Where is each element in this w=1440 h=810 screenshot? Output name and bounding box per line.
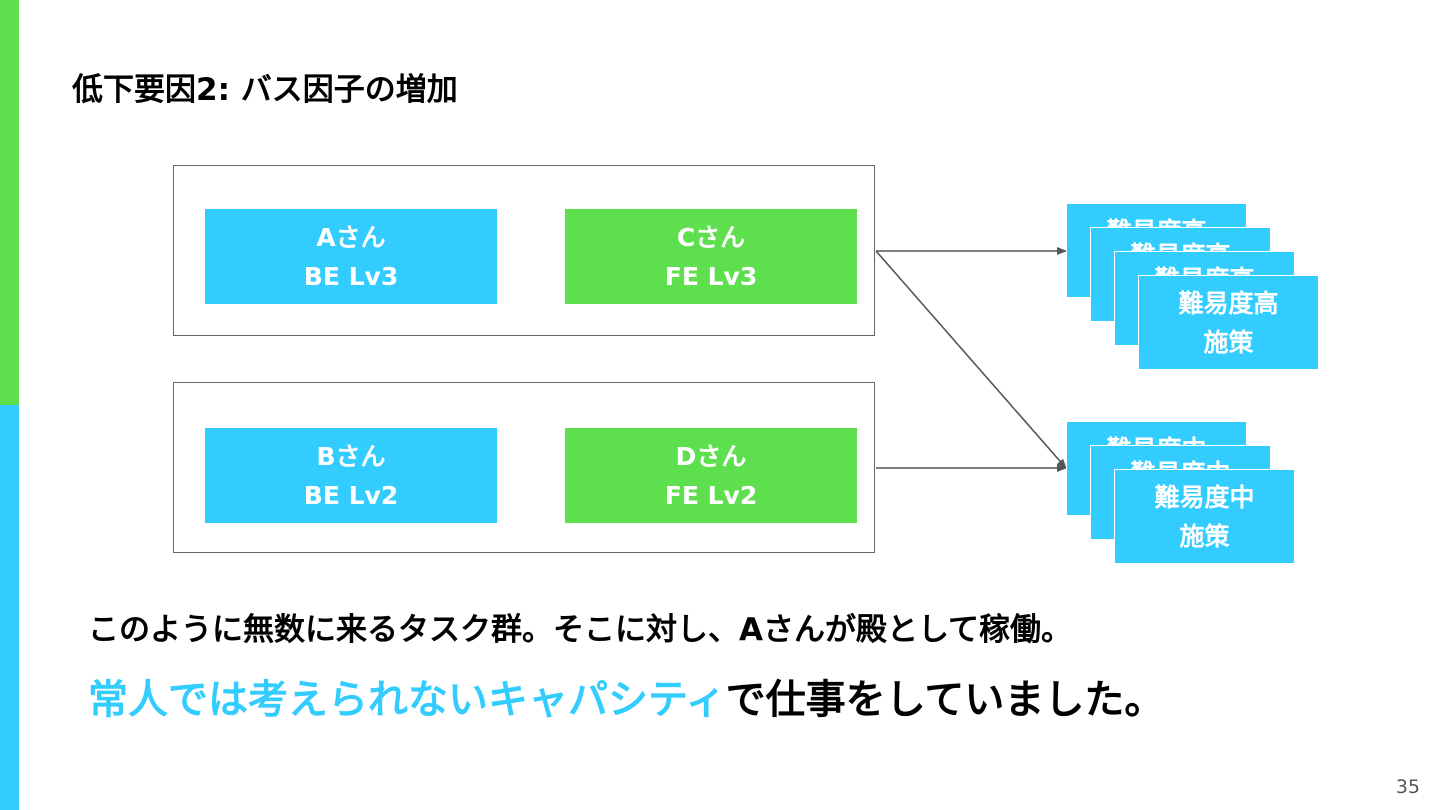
member-b: Bさん BE Lv2	[205, 428, 497, 523]
member-c: Cさん FE Lv3	[565, 209, 857, 304]
member-name: Dさん	[675, 441, 747, 471]
team-box-1	[173, 165, 875, 336]
highlight-text: 常人では考えられないキャパシティで仕事をしていました。	[88, 667, 1164, 725]
member-level: FE Lv3	[664, 261, 758, 291]
task-card-mid-3: 難易度中 施策	[1114, 469, 1295, 564]
accent-bar-green	[0, 0, 19, 405]
highlight-accent: 常人では考えられないキャパシティ	[88, 677, 726, 723]
body-text: このように無数に来るタスク群。そこに対し、Aさんが殿として稼働。	[88, 612, 1073, 648]
member-d: Dさん FE Lv2	[565, 428, 857, 523]
member-level: BE Lv2	[303, 480, 399, 510]
member-level: FE Lv2	[664, 480, 758, 510]
member-name: Bさん	[316, 441, 386, 471]
highlight-rest: で仕事をしていました。	[725, 677, 1165, 723]
member-level: BE Lv3	[303, 261, 399, 291]
page-number: 35	[1395, 776, 1420, 798]
member-a: Aさん BE Lv3	[205, 209, 497, 304]
member-name: Cさん	[676, 222, 746, 252]
accent-bar-blue	[0, 405, 19, 810]
task-card-high-4: 難易度高 施策	[1138, 275, 1319, 370]
member-name: Aさん	[316, 222, 386, 252]
arrow-team1-to-mid	[875, 250, 1067, 469]
slide-title: 低下要因2: バス因子の増加	[72, 72, 458, 108]
team-box-2	[173, 382, 875, 553]
